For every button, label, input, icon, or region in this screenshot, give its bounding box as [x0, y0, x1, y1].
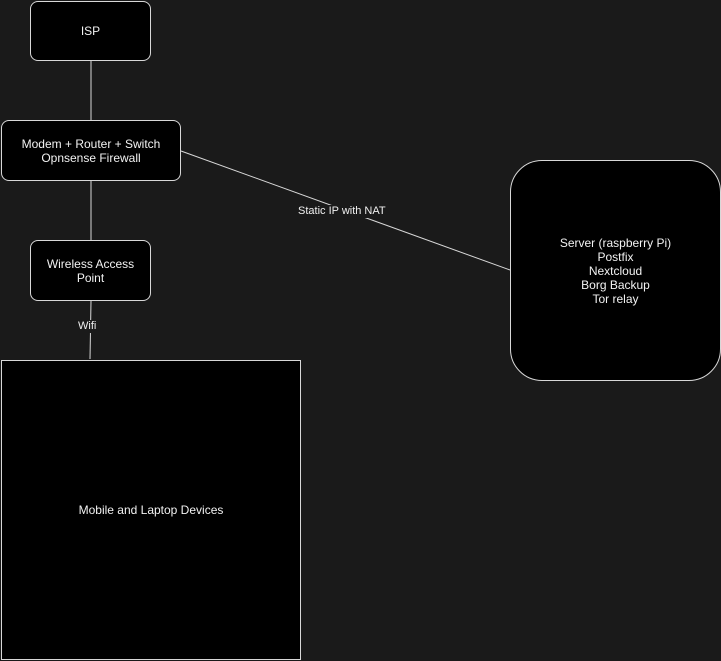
wap-node-label-line-1: Wireless Access	[46, 256, 135, 271]
wireless-access-point-node[interactable]: Wireless Access Point	[30, 240, 151, 301]
router-node[interactable]: Modem + Router + Switch Opnsense Firewal…	[1, 120, 181, 181]
wap-node-label-line-2: Point	[76, 270, 105, 285]
isp-node-label: ISP	[80, 24, 101, 38]
router-node-label-line-1: Modem + Router + Switch	[21, 136, 161, 151]
edge-label-wifi: Wifi	[77, 320, 98, 333]
server-node-label-line-1: Server (raspberry Pi)	[559, 235, 672, 250]
server-node-label-line-2: Postfix	[597, 249, 634, 264]
mobile-laptop-devices-node[interactable]: Mobile and Laptop Devices	[1, 360, 301, 660]
server-node-label-line-5: Tor relay	[592, 291, 639, 306]
router-node-label-line-2: Opnsense Firewall	[41, 150, 141, 165]
server-node[interactable]: Server (raspberry Pi) Postfix Nextcloud …	[510, 160, 721, 381]
server-node-label-line-4: Borg Backup	[581, 277, 650, 292]
isp-node[interactable]: ISP	[30, 1, 151, 61]
devices-node-label: Mobile and Laptop Devices	[78, 503, 224, 517]
edge-label-static-ip-nat: Static IP with NAT	[297, 205, 387, 218]
server-node-label-line-3: Nextcloud	[588, 263, 643, 278]
